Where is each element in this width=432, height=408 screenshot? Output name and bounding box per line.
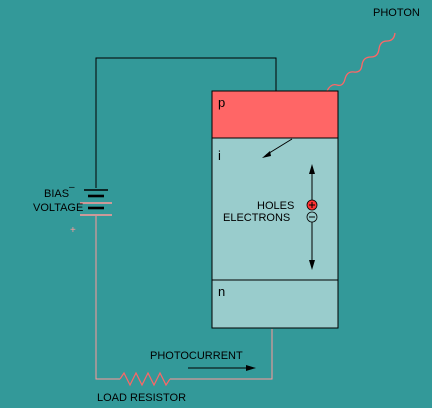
photocurrent-arrow [188, 365, 256, 371]
i-layer-label: i [218, 148, 221, 163]
photon-absorption-arrow [262, 138, 293, 158]
load-resistor-label: LOAD RESISTOR [97, 392, 186, 404]
hole-icon [306, 199, 318, 211]
photocurrent-label: PHOTOCURRENT [150, 350, 243, 362]
black-wire [95, 57, 277, 188]
battery-minus-sign: – [69, 182, 75, 193]
n-layer-label: n [218, 284, 225, 299]
electron-drift-arrow [309, 222, 315, 270]
p-layer-label: p [218, 95, 225, 110]
hole-drift-arrow [309, 164, 315, 200]
electron-icon [306, 211, 318, 223]
bias-voltage-label-line2: VOLTAGE [33, 202, 83, 214]
holes-label: HOLES [257, 200, 294, 212]
i-layer [211, 137, 339, 281]
n-layer [211, 279, 339, 329]
bias-voltage-label-line1: BIAS [44, 188, 69, 200]
electrons-label: ELECTRONS [223, 212, 290, 224]
battery-plus-sign: + [70, 225, 76, 236]
load-resistor [119, 371, 171, 387]
red-wire [95, 216, 273, 380]
battery [80, 189, 112, 216]
p-layer [211, 90, 339, 139]
photon-label: PHOTON [373, 7, 420, 19]
photon-wave [326, 32, 396, 92]
